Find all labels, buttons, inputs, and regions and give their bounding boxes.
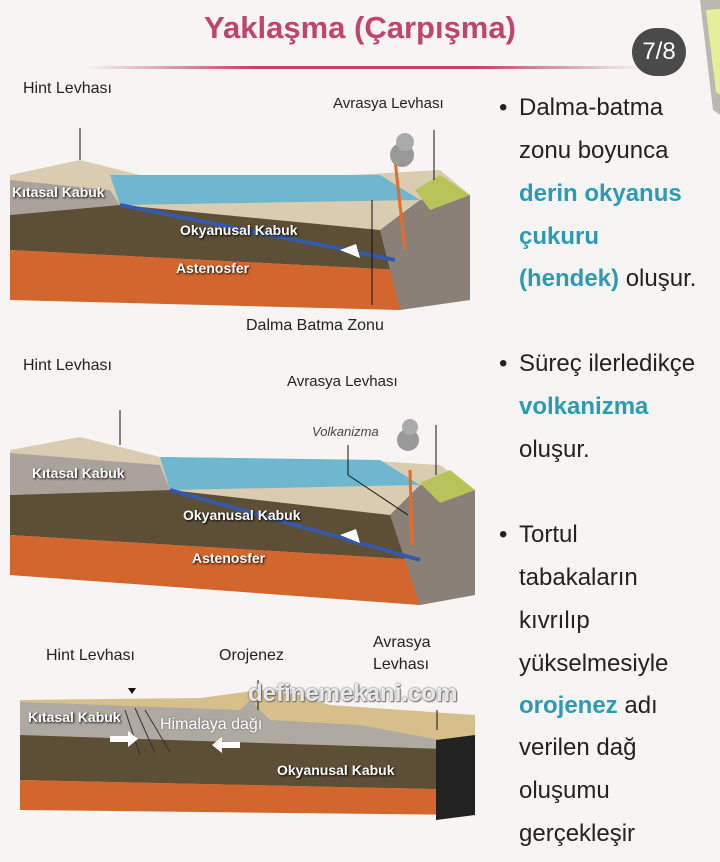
bullet-3-line: yükselmesiyle xyxy=(519,650,669,677)
bullet-1-tail: oluşur. xyxy=(625,265,697,292)
label-eurasian-plate-2: Avrasya Levhası xyxy=(287,373,398,390)
bullet-1-highlight: (hendek) xyxy=(519,265,620,292)
bullet-3-text: adı xyxy=(624,692,658,719)
label-himalaya: Himalaya dağı xyxy=(160,716,263,733)
label-continental-crust: Kıtasal Kabuk xyxy=(12,184,105,200)
label-continental-crust-3: Kıtasal Kabuk xyxy=(28,709,121,725)
slide-title: Yaklaşma (Çarpışma) xyxy=(204,10,516,45)
bullet-3-highlight: orojenez xyxy=(519,692,618,719)
continental-crust-layer xyxy=(10,180,120,215)
bullet-3-line: kıvrılıp xyxy=(519,607,590,634)
label-eurasian-plate: Avrasya Levhası xyxy=(333,95,444,112)
label-eurasian-plate-3a: Avrasya xyxy=(373,634,431,651)
bullet-3-line: Tortul xyxy=(519,521,578,548)
label-eurasian-plate-3b: Levhası xyxy=(373,656,430,673)
bullet-1-line: Dalma-batma xyxy=(519,94,664,121)
label-continental-crust-2: Kıtasal Kabuk xyxy=(32,465,125,481)
bullet-1-line: zonu boyunca xyxy=(519,137,669,164)
page-indicator: 7/8 xyxy=(632,28,686,76)
corner-decoration xyxy=(700,0,720,115)
bullet-2-tail: oluşur. xyxy=(519,436,590,463)
label-orogeny: Orojenez xyxy=(219,647,284,664)
bullet-1-highlight: çukuru xyxy=(519,223,600,250)
label-oceanic-crust-3: Okyanusal Kabuk xyxy=(277,762,395,778)
bullet-dot: • xyxy=(499,350,508,377)
bullet-2-highlight: volkanizma xyxy=(519,393,649,420)
bullet-3-line: gerçekleşir xyxy=(519,820,636,847)
bullet-3-line: verilen dağ xyxy=(519,734,637,761)
label-subduction-zone: Dalma Batma Zonu xyxy=(246,317,384,334)
bullet-3-line: tabakaların xyxy=(519,564,638,591)
orogeny-diagram xyxy=(20,680,475,820)
label-oceanic-crust: Okyanusal Kabuk xyxy=(180,222,298,238)
bullet-dot: • xyxy=(499,521,508,548)
label-asthenosphere-2: Astenosfer xyxy=(192,550,266,566)
volcanism-diagram xyxy=(10,410,475,605)
label-volcanism: Volkanizma xyxy=(312,424,379,439)
label-oceanic-crust-2: Okyanusal Kabuk xyxy=(183,507,301,523)
title-divider xyxy=(85,66,645,69)
bullet-1-highlight: derin okyanus xyxy=(519,180,682,207)
label-hint-plate-3: Hint Levhası xyxy=(46,647,135,664)
bullet-dot: • xyxy=(499,94,508,121)
subduction-diagram xyxy=(10,128,470,310)
asthenosphere-layer xyxy=(10,250,400,310)
label-hint-plate: Hint Levhası xyxy=(23,80,112,97)
label-hint-plate-2: Hint Levhası xyxy=(23,357,112,374)
label-asthenosphere: Astenosfer xyxy=(176,260,250,276)
oceanic-crust-layer xyxy=(10,205,400,270)
bullet-3-line: oluşumu xyxy=(519,777,610,804)
bullet-2-line: Süreç ilerledikçe xyxy=(519,350,696,377)
watermark: definemekani.com xyxy=(248,680,458,707)
